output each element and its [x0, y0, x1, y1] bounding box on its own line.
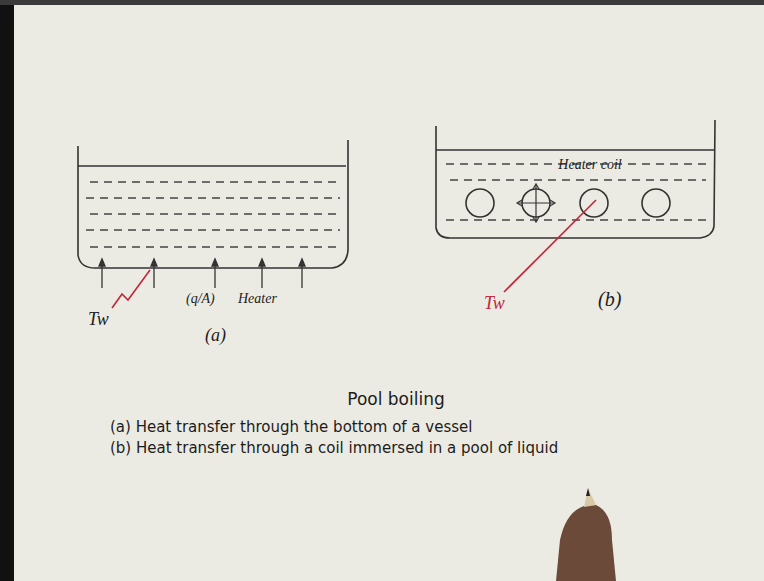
heat-flux-label: (q/A): [186, 291, 215, 306]
heater-coil-section: [642, 189, 670, 217]
liquid-dashes: [86, 164, 706, 247]
caption-heading: Pool boiling: [347, 390, 445, 409]
wall-temperature-label: Tw: [88, 310, 109, 330]
wall-temperature-label: Tw: [484, 294, 505, 314]
frame-edge: [0, 0, 764, 5]
caption-item: (a) Heat transfer through the bottom of …: [110, 419, 472, 436]
caption-item: (b) Heat transfer through a coil immerse…: [110, 440, 558, 457]
liquid-surface: [78, 165, 346, 167]
leader-line: [504, 200, 596, 292]
heater-coil-label: Heater coil: [558, 157, 621, 172]
heat-flux-arrows: [517, 184, 555, 222]
heat-input-arrows: [99, 259, 305, 288]
sketch-label: (a): [205, 326, 226, 346]
heater-label: Heater: [238, 291, 277, 306]
pointing-hand: [556, 488, 616, 581]
leader-line: [112, 270, 150, 308]
vessel-a: [78, 140, 348, 268]
liquid-surface: [436, 149, 714, 151]
sketch-label: (b): [598, 288, 621, 310]
heater-coil-section: [466, 189, 494, 217]
frame-edge: [0, 0, 14, 581]
